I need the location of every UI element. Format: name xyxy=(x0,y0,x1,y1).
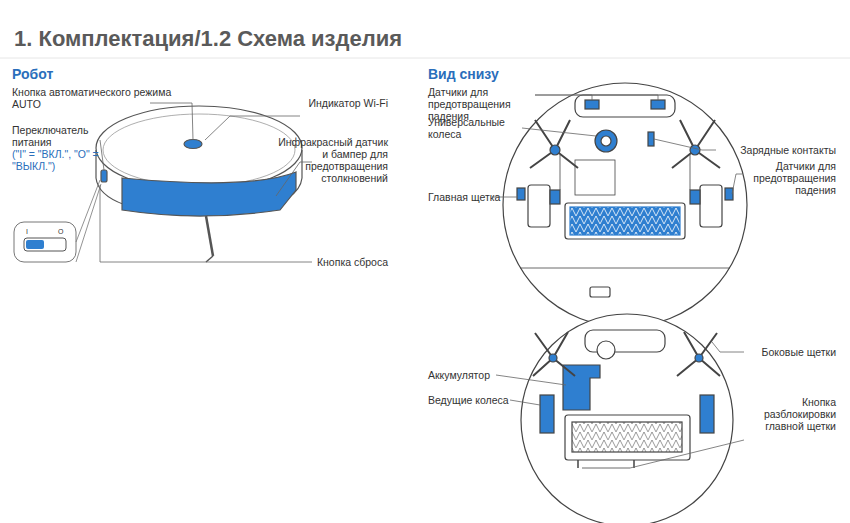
part-label: Ведущие колеса xyxy=(428,394,528,406)
leader-lines xyxy=(492,95,744,468)
part-label: Индикатор Wi-Fi xyxy=(238,97,388,109)
page-title: 1. Комплектация/1.2 Схема изделия xyxy=(14,26,402,52)
bottom-view-upper xyxy=(503,83,747,327)
part-label: Переключатель питания xyxy=(12,124,107,148)
part-label: Аккумулятор xyxy=(428,369,528,381)
section-heading: Вид снизу xyxy=(428,66,578,82)
leader-lines xyxy=(100,103,312,262)
part-label: O xyxy=(58,228,68,236)
section-heading: Робот xyxy=(12,66,132,82)
part-label: Универсальные колеса xyxy=(428,116,520,140)
part-label: I xyxy=(26,228,36,236)
part-label: Кнопка разблокировки главной щетки xyxy=(736,396,836,432)
part-label: Инфракрасный датчик и бампер для предотв… xyxy=(276,136,388,184)
bottom-view-lower xyxy=(521,314,733,523)
part-label: Главная щетка xyxy=(428,191,528,203)
part-label: Кнопка автоматического режима AUTO xyxy=(12,86,172,110)
part-label: ("I" = "ВКЛ.", "O" = "ВЫКЛ.") xyxy=(12,148,104,172)
power-switch-inset xyxy=(14,180,101,262)
part-label: Зарядные контакты xyxy=(726,144,836,156)
part-label: Кнопка сброса xyxy=(238,256,388,268)
robot-top-view xyxy=(96,106,302,262)
part-label: Боковые щетки xyxy=(736,346,836,358)
part-label: Датчики для предотвращения падения xyxy=(744,160,836,196)
